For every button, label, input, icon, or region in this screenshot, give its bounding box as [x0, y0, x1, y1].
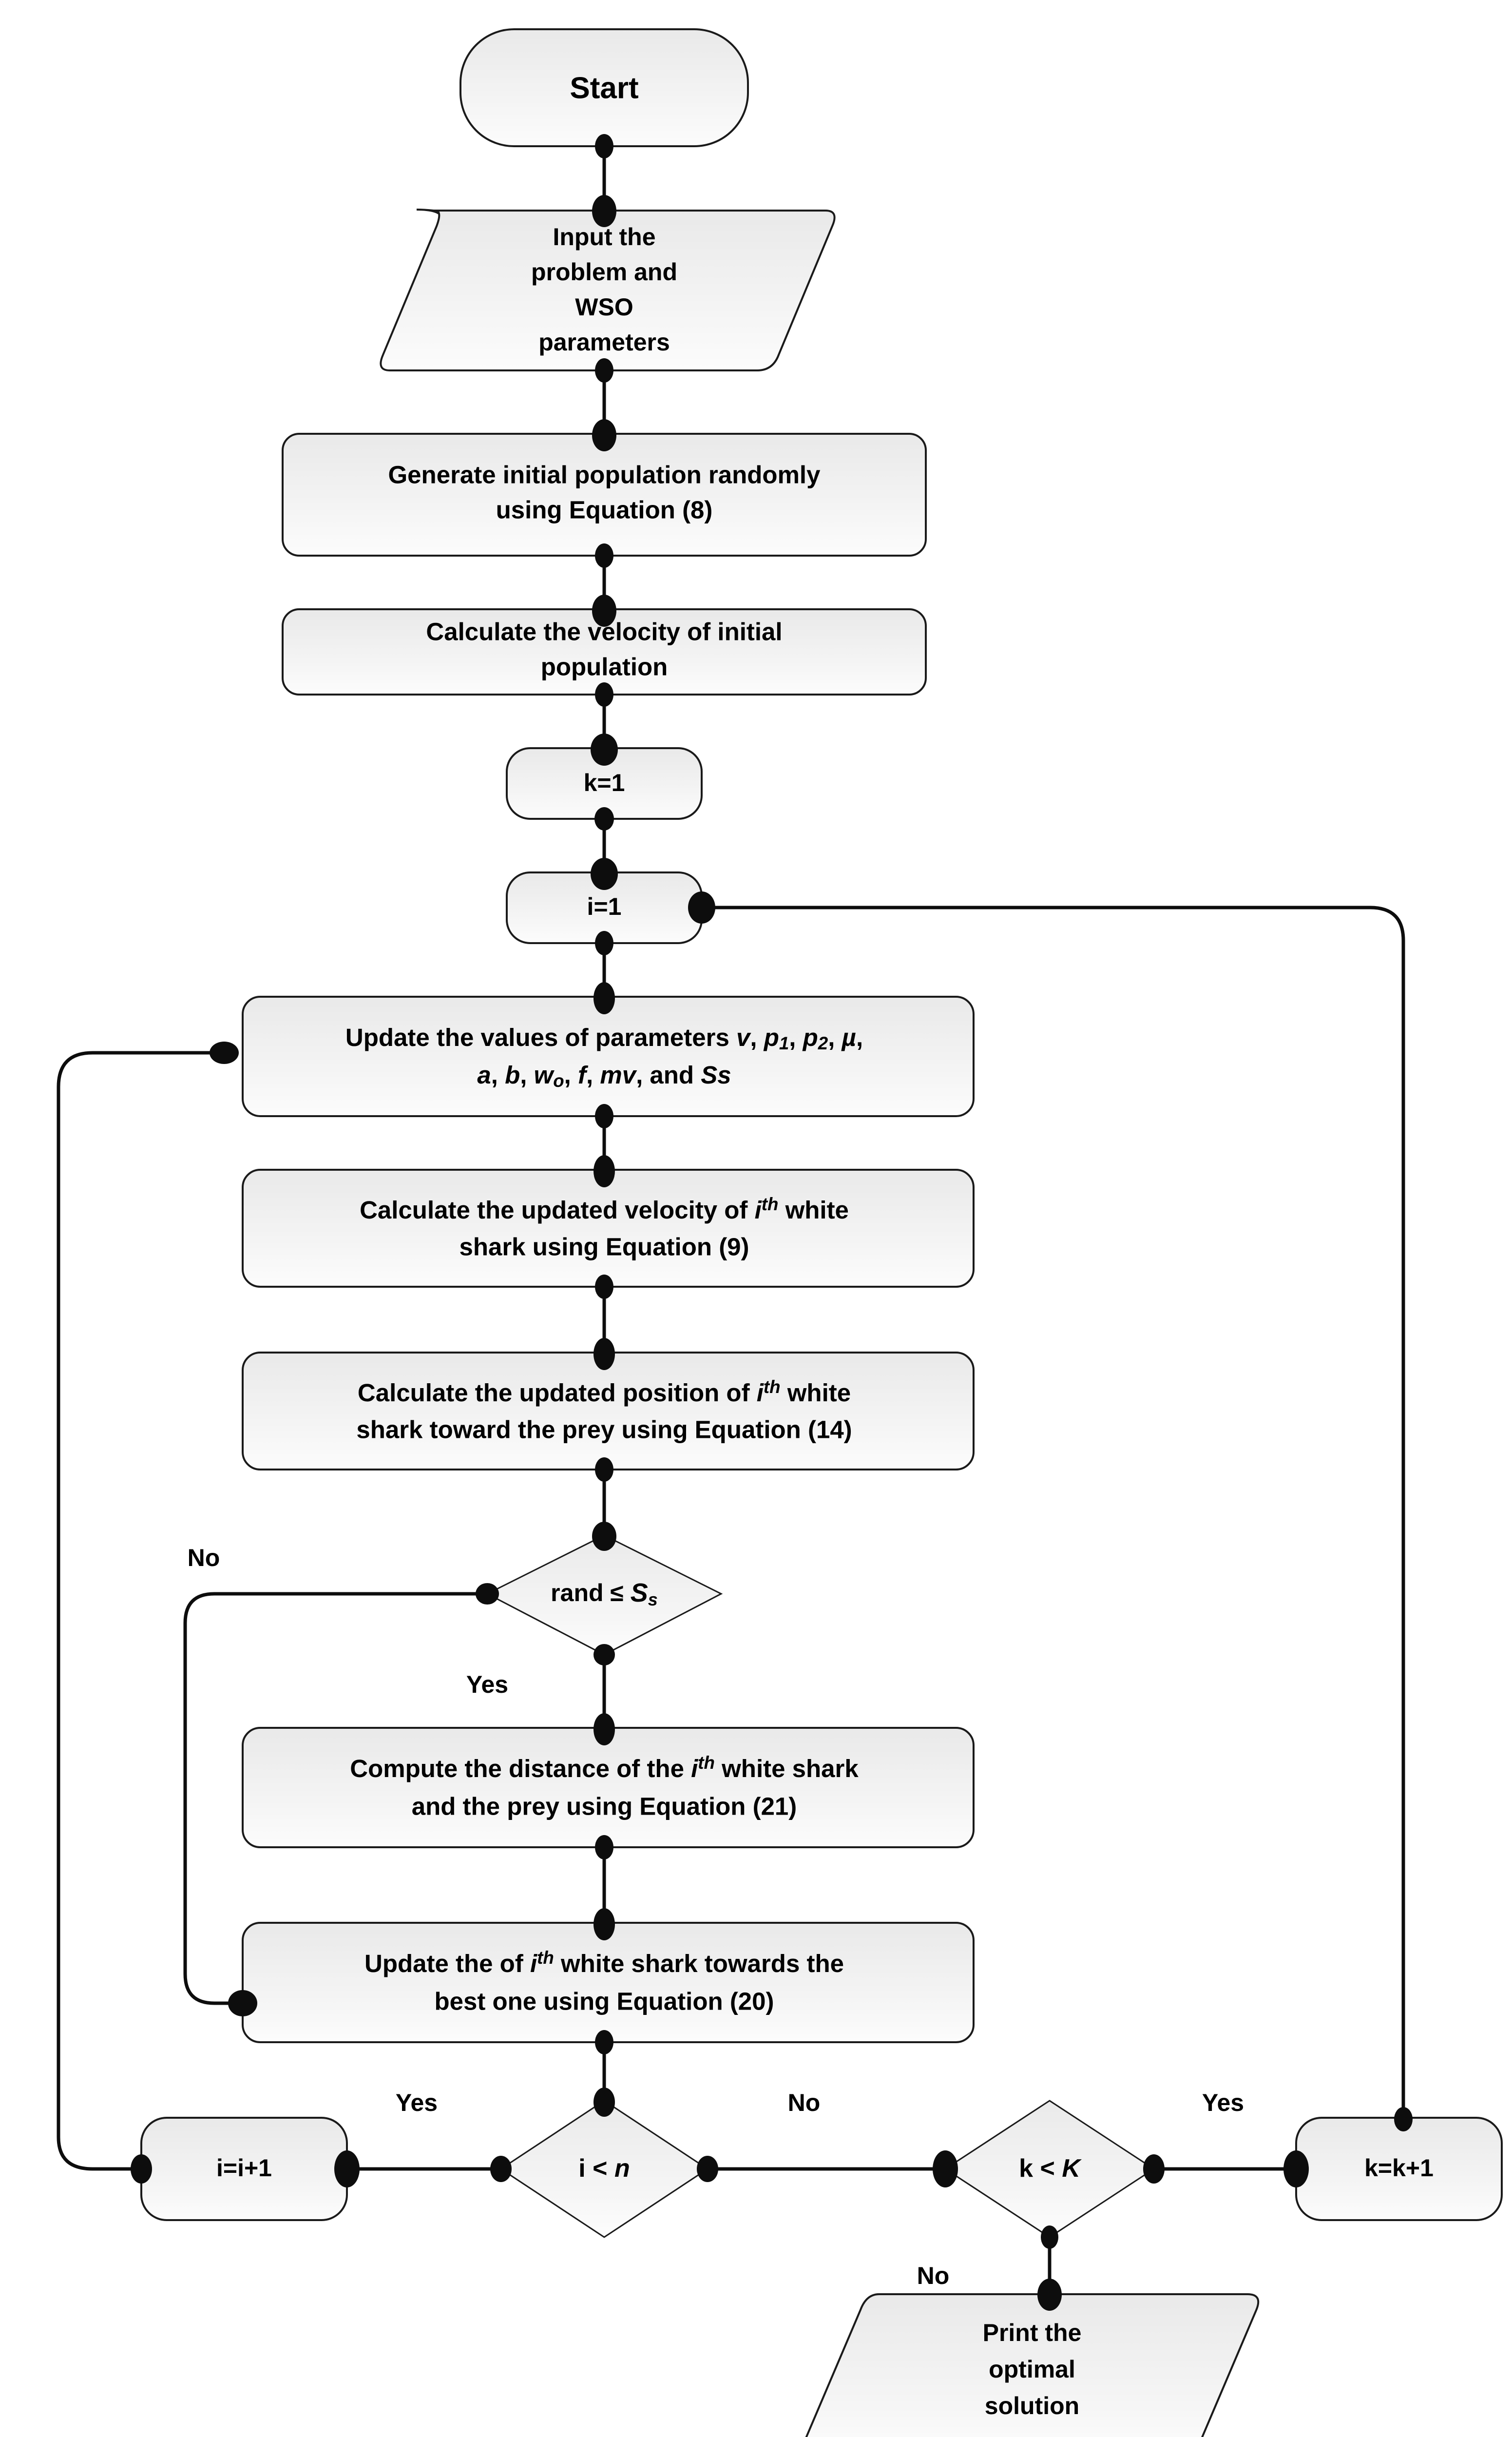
node-calc-initial-velocity-line2: population — [541, 653, 668, 680]
update-parameters-prefix: Update the values of parameters — [345, 1024, 736, 1051]
node-input-line1: Input the — [553, 223, 655, 251]
node-calc-position-line2: shark toward the prey using Equation (14… — [356, 1415, 852, 1443]
node-calc-position[interactable]: Calculate the updated position of ith wh… — [242, 1352, 975, 1470]
node-print-solution[interactable]: Print the optimal solution — [804, 2293, 1260, 2437]
node-update-best-line1: Update the of ith white shark towards th… — [364, 1948, 844, 1978]
node-update-parameters[interactable]: Update the values of parameters v, p1, p… — [242, 996, 975, 1117]
edge-label-kltk-yes: Yes — [1202, 2089, 1244, 2116]
node-start[interactable]: Start — [459, 28, 749, 147]
edge-rand-no-to-updatebest — [183, 1592, 487, 2005]
node-print-solution-line2: optimal — [989, 2356, 1075, 2383]
node-k-lt-K[interactable]: k < K — [944, 2100, 1155, 2238]
node-input-line2: problem and — [531, 258, 677, 286]
node-k-increment[interactable]: k=k+1 — [1295, 2117, 1503, 2221]
node-generate-population-line2: using Equation (8) — [496, 496, 713, 523]
node-i-init-label: i=1 — [587, 893, 622, 920]
node-print-solution-line3: solution — [985, 2392, 1079, 2419]
node-generate-population[interactable]: Generate initial population randomly usi… — [282, 433, 927, 557]
edge-label-iltn-yes: Yes — [396, 2089, 438, 2116]
node-i-lt-n[interactable]: i < n — [499, 2100, 709, 2238]
node-calc-position-line1: Calculate the updated position of ith wh… — [358, 1377, 851, 1407]
node-update-parameters-line2: a, b, wo, f, mv, and Ss — [477, 1061, 731, 1090]
node-update-best[interactable]: Update the of ith white shark towards th… — [242, 1922, 975, 2043]
node-input-line4: parameters — [538, 329, 670, 356]
node-calc-velocity-line1: Calculate the updated velocity of ith wh… — [360, 1194, 849, 1224]
edge-label-rand-no: No — [188, 1544, 220, 1571]
node-i-increment[interactable]: i=i+1 — [140, 2117, 348, 2221]
node-k-increment-label: k=k+1 — [1364, 2154, 1434, 2182]
edge-iincrement-to-updateparams — [57, 1051, 224, 2171]
node-update-best-line2: best one using Equation (20) — [434, 1987, 774, 2015]
node-update-parameters-line1: Update the values of parameters v, p1, p… — [345, 1024, 863, 1053]
edge-label-rand-yes: Yes — [466, 1671, 508, 1698]
node-print-solution-line1: Print the — [983, 2319, 1082, 2346]
node-generate-population-line1: Generate initial population randomly — [388, 461, 821, 488]
node-calc-velocity[interactable]: Calculate the updated velocity of ith wh… — [242, 1169, 975, 1288]
node-compute-distance-line2: and the prey using Equation (21) — [412, 1792, 797, 1820]
node-input-line3: WSO — [575, 293, 633, 321]
edge-kincrement-to-iinit — [702, 906, 1405, 2118]
node-compute-distance[interactable]: Compute the distance of the ith white sh… — [242, 1727, 975, 1848]
node-k-init-label: k=1 — [584, 769, 625, 796]
node-rand-decision[interactable]: rand ≤ Ss — [485, 1534, 723, 1656]
edge-label-group: No Yes Yes No Yes No — [188, 1544, 1244, 2289]
edge-label-iltn-no: No — [788, 2089, 821, 2116]
node-rand-decision-label: rand ≤ Ss — [551, 1578, 658, 1609]
node-k-lt-K-label: k < K — [1019, 2154, 1082, 2183]
node-i-lt-n-label: i < n — [578, 2154, 630, 2183]
junction-dots — [131, 134, 1413, 2311]
node-start-label: Start — [570, 71, 638, 105]
node-i-increment-label: i=i+1 — [216, 2154, 272, 2182]
node-calc-velocity-line2: shark using Equation (9) — [459, 1233, 749, 1260]
node-input[interactable]: Input the problem and WSO parameters — [380, 209, 836, 371]
node-compute-distance-line1: Compute the distance of the ith white sh… — [350, 1753, 859, 1783]
edge-label-kltk-no: No — [917, 2262, 950, 2289]
